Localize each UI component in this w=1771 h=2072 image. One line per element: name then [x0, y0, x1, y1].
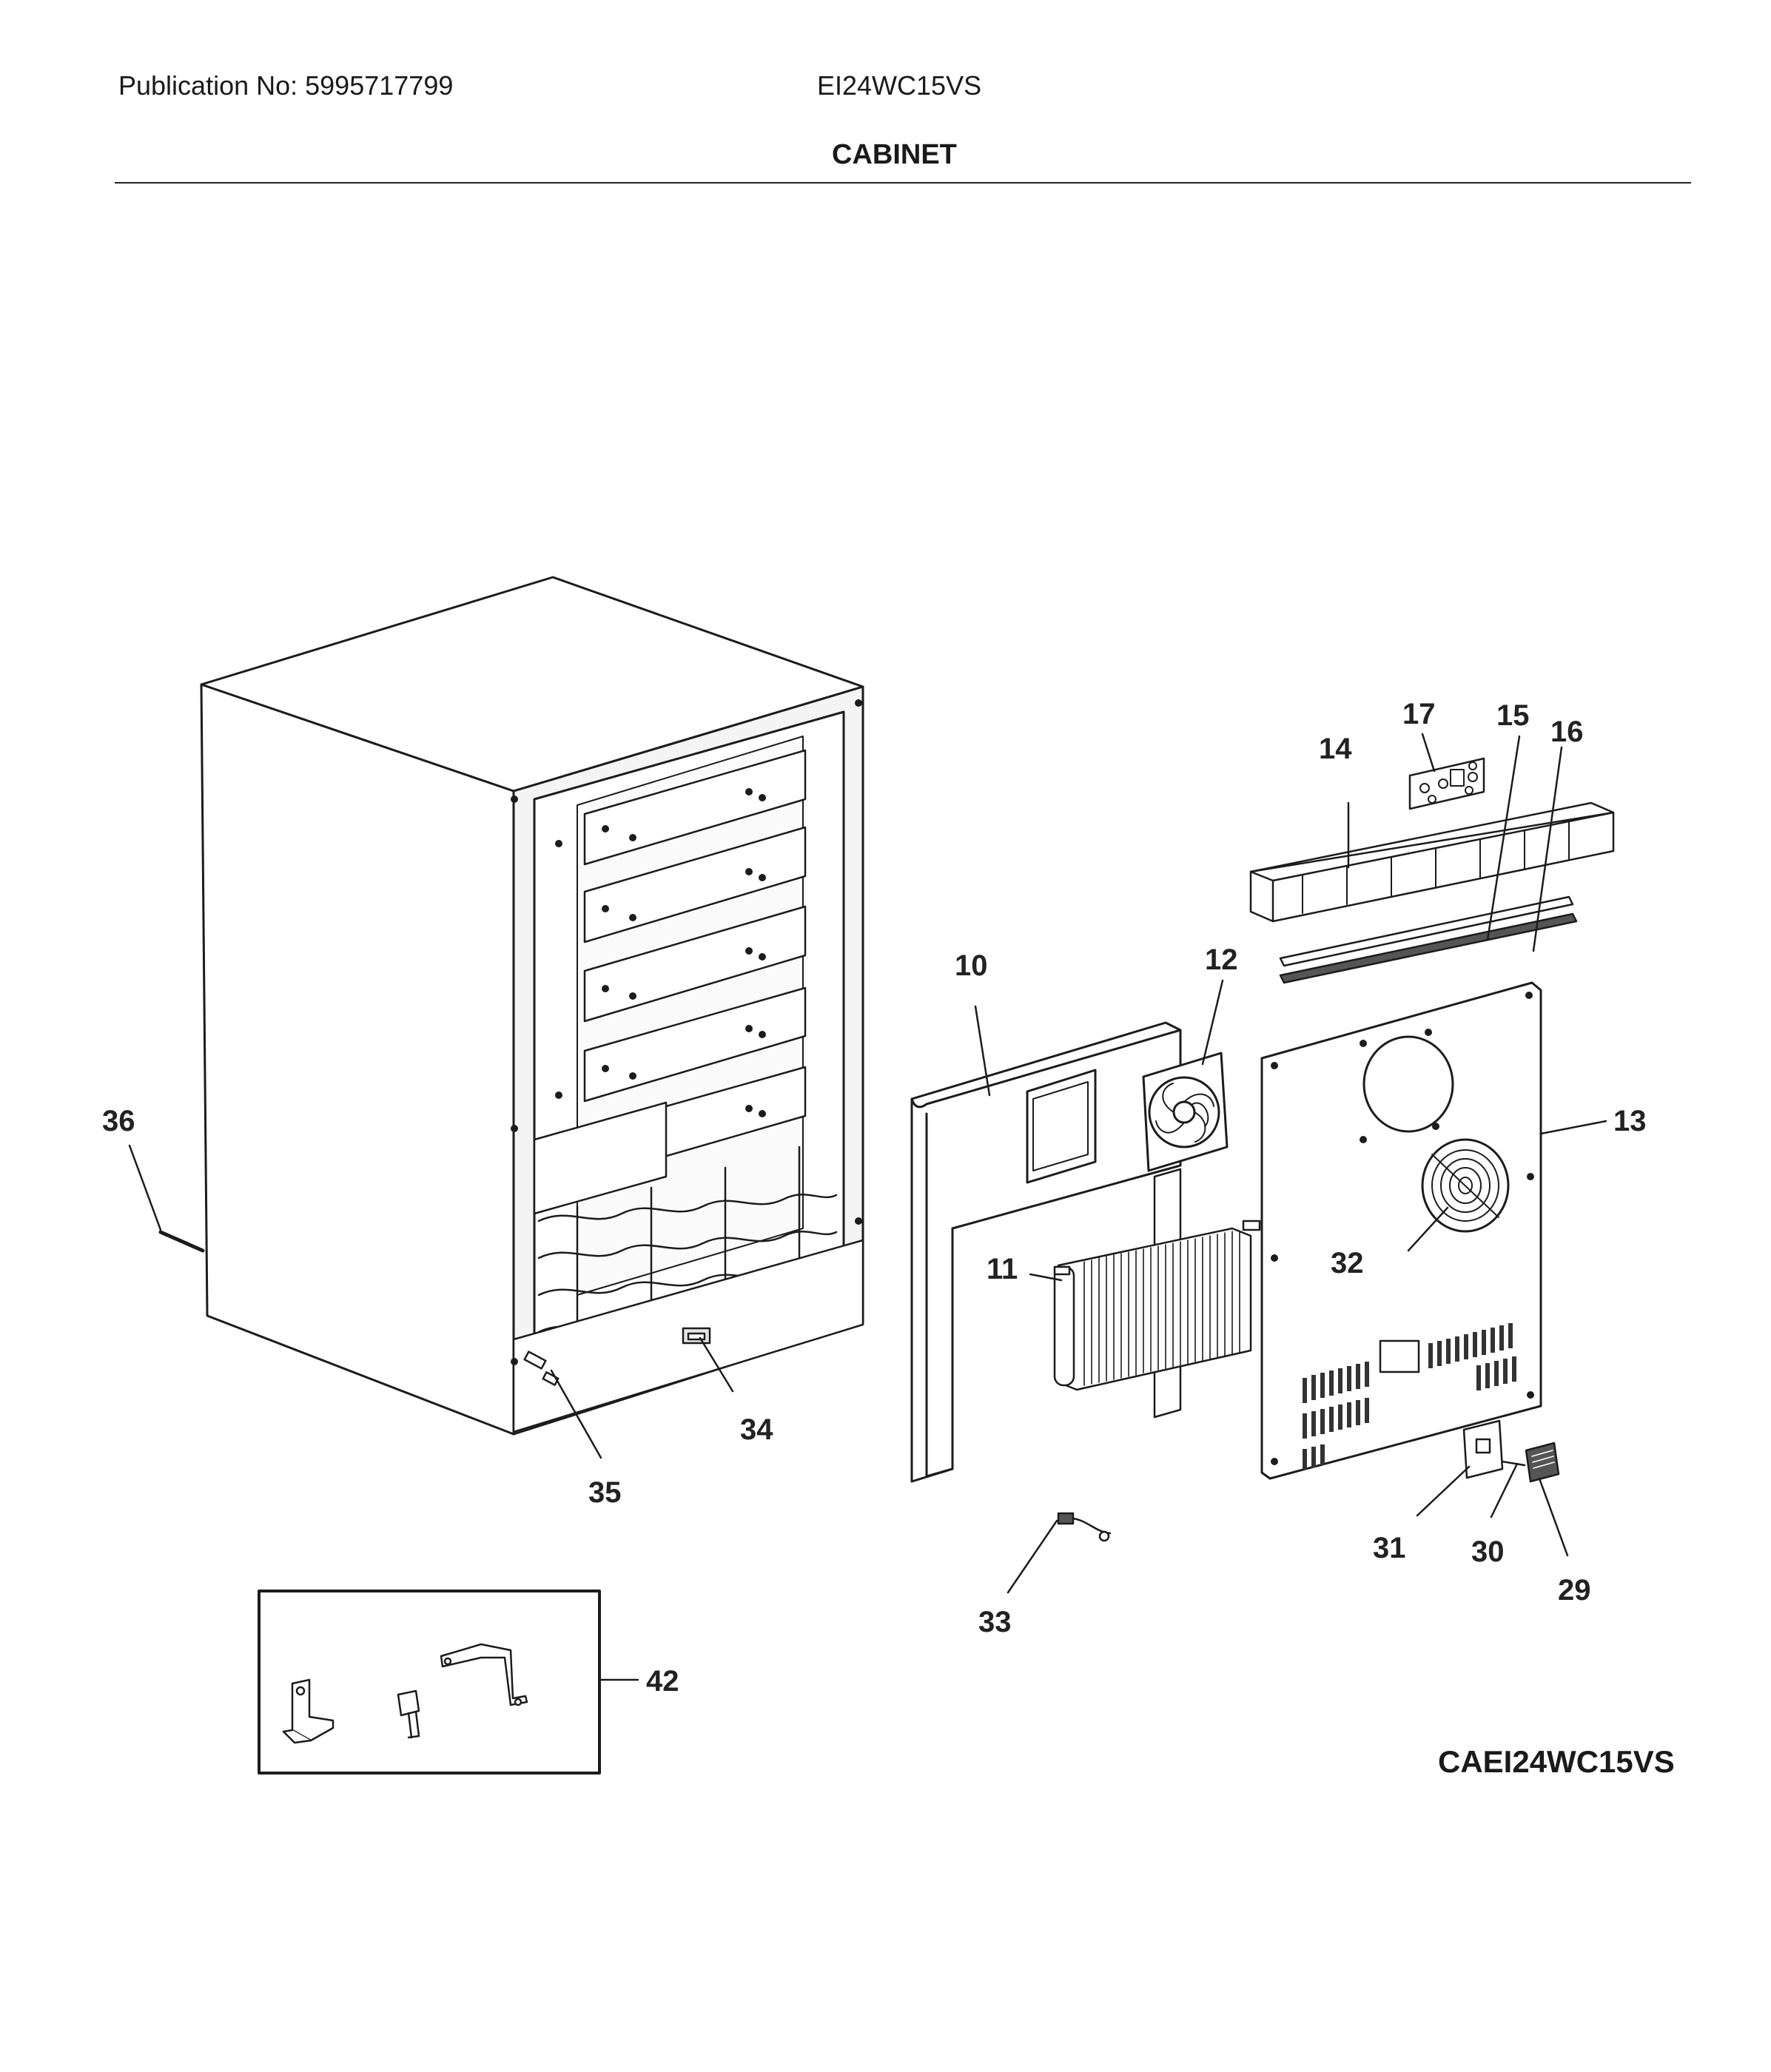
model-number: EI24WC15VS: [817, 70, 982, 101]
evaporator-coil-part: [1053, 1220, 1261, 1391]
rear-panel-part: [1260, 981, 1542, 1480]
callout-10: 10: [955, 949, 988, 982]
callout-17: 17: [1402, 698, 1436, 730]
junction-box-part: [1462, 1419, 1504, 1479]
callout-33: 33: [978, 1606, 1012, 1638]
callout-36: 36: [102, 1105, 135, 1137]
callout-13: 13: [1613, 1105, 1647, 1137]
door-switch-part: [682, 1327, 711, 1345]
cabinet-assembly: [158, 576, 864, 1436]
leader-lines: [128, 733, 1607, 1681]
callout-42: 42: [646, 1665, 679, 1698]
control-housing-part: [1249, 801, 1615, 923]
callout-32: 32: [1331, 1247, 1364, 1279]
callout-35: 35: [588, 1476, 622, 1509]
callout-31: 31: [1373, 1532, 1406, 1564]
header-rule: [115, 182, 1691, 184]
callout-29: 29: [1558, 1574, 1591, 1607]
control-board-part: [1408, 757, 1485, 810]
diagram-code: CAEI24WC15VS: [1438, 1744, 1675, 1779]
section-title: CABINET: [832, 139, 957, 170]
hinge-kit-box: [258, 1590, 601, 1775]
callout-14: 14: [1319, 733, 1352, 765]
light-bar-part: [1279, 895, 1578, 984]
callout-12: 12: [1205, 944, 1238, 976]
callout-15: 15: [1496, 699, 1530, 732]
receptacle-part: [1525, 1442, 1560, 1483]
thermistor-part: [1057, 1512, 1112, 1542]
hinge-pin-part: [523, 1350, 559, 1386]
evaporator-fan-part: [1142, 1052, 1229, 1172]
callout-34: 34: [740, 1413, 773, 1446]
callout-11: 11: [987, 1253, 1018, 1285]
callout-16: 16: [1550, 716, 1584, 748]
callout-30: 30: [1471, 1536, 1505, 1568]
publication-number: Publication No: 5995717799: [118, 70, 454, 101]
power-cord-connector-part: [1501, 1460, 1526, 1467]
fan-guard-part: [1421, 1138, 1510, 1233]
